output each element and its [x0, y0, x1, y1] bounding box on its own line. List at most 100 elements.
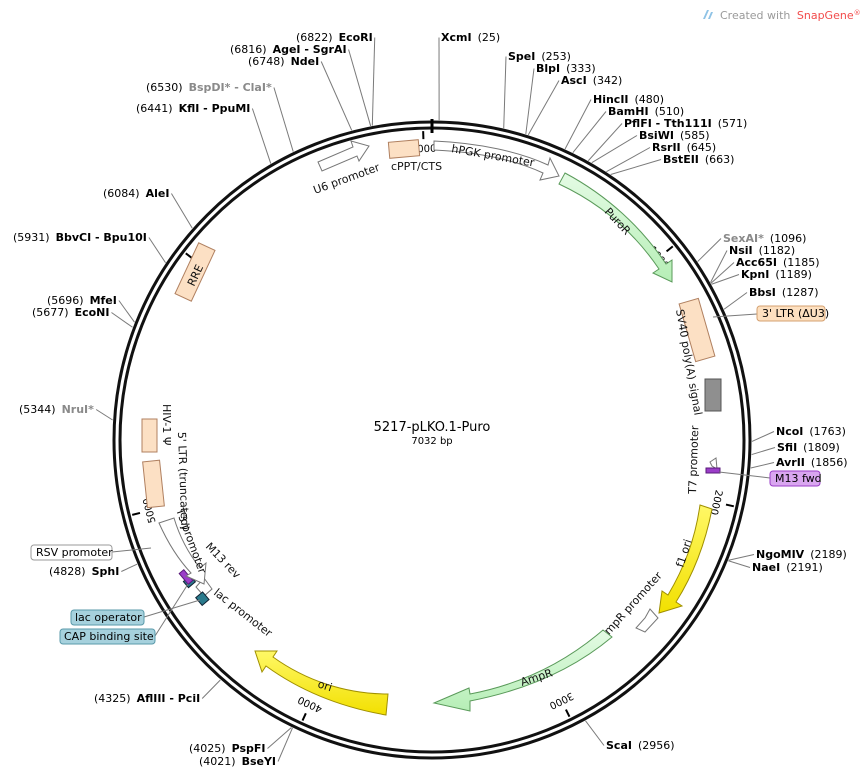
- feature-t7-promoter[interactable]: [709, 457, 718, 470]
- site-afliii-pcii[interactable]: (4325)AflIII - PciI: [94, 692, 200, 705]
- site-avrii[interactable]: AvrII(1856): [776, 456, 847, 469]
- svg-text:(6816)AgeI - SgrAI: (6816)AgeI - SgrAI: [230, 43, 347, 56]
- svg-text:(5931)BbvCI - Bpu10I: (5931)BbvCI - Bpu10I: [13, 231, 147, 244]
- feature-sv40-polya-region[interactable]: [678, 297, 716, 363]
- site-leader: [751, 447, 776, 456]
- svg-text:(6822)EcoRI: (6822)EcoRI: [296, 31, 373, 44]
- site-leader: [723, 292, 748, 310]
- feature-ampr-promoter[interactable]: [635, 608, 659, 633]
- site-nsii[interactable]: NsiI(1182): [729, 244, 795, 257]
- site-econi[interactable]: (5677)EcoNI: [32, 306, 109, 319]
- boxed-labels: 3' LTR (ΔU3) M13 fwd RSV promoter lac op…: [30, 305, 829, 645]
- site-bamhi[interactable]: BamHI(510): [608, 105, 684, 118]
- feature-ori[interactable]: [254, 650, 389, 716]
- site-acc65i[interactable]: Acc65I(1185): [736, 256, 820, 269]
- site-leader: [587, 123, 623, 162]
- site-ecori[interactable]: (6822)EcoRI: [296, 31, 373, 44]
- svg-text:KpnI(1189): KpnI(1189): [741, 268, 812, 281]
- feature-cppt-cts[interactable]: [387, 139, 421, 159]
- site-mfei[interactable]: (5696)MfeI: [47, 294, 117, 307]
- site-leader: [585, 720, 605, 746]
- label-ampr-promoter: AmpR promoter: [597, 569, 665, 643]
- feature-sv40-polya-signal[interactable]: [704, 378, 722, 412]
- site-bsiwi[interactable]: BsiWI(585): [639, 129, 710, 142]
- site-alei[interactable]: (6084)AleI: [103, 187, 169, 200]
- svg-text:Created with SnapGene®: Created with SnapGene®: [720, 9, 860, 22]
- site-asci[interactable]: AscI(342): [561, 74, 622, 87]
- site-naei[interactable]: NaeI(2191): [752, 561, 823, 574]
- rsv-promoter-badge[interactable]: [30, 544, 113, 561]
- site-sexai[interactable]: SexAI*(1096): [723, 232, 806, 245]
- site-bsteii[interactable]: BstEII(663): [663, 153, 734, 166]
- site-leader: [606, 147, 651, 173]
- feature-lac-operator[interactable]: [195, 591, 210, 607]
- m13-fwd-badge[interactable]: [769, 470, 821, 487]
- label-hiv1-psi: HIV-1 Ψ: [160, 404, 173, 446]
- site-agei-sgrai[interactable]: (6816)AgeI - SgrAI: [230, 43, 347, 56]
- site-kpni[interactable]: KpnI(1189): [741, 268, 812, 281]
- site-bbsi[interactable]: BbsI(1287): [749, 286, 818, 299]
- tick-label: 3000: [547, 690, 575, 711]
- watermark-suffix: ®: [854, 9, 860, 17]
- label-ori: ori: [316, 677, 334, 694]
- site-leader: [503, 56, 507, 129]
- site-kfli-ppumi[interactable]: (6441)KflI - PpuMI: [136, 102, 250, 115]
- site-leader: [710, 250, 728, 283]
- feature-rsv-promoter[interactable]: [158, 517, 207, 585]
- svg-text:BbsI(1287): BbsI(1287): [749, 286, 818, 299]
- feature-f1-ori[interactable]: [658, 504, 713, 614]
- site-rsrii[interactable]: RsrII(645): [652, 141, 716, 154]
- svg-text:(4325)AflIII - PciI: (4325)AflIII - PciI: [94, 692, 200, 705]
- svg-text:AscI(342): AscI(342): [561, 74, 622, 87]
- feature-hiv1-psi[interactable]: [141, 418, 158, 453]
- lac-operator-badge[interactable]: [70, 609, 145, 626]
- site-sphi[interactable]: (4828)SphI: [49, 565, 119, 578]
- site-bspdi-clai[interactable]: (6530)BspDI* - ClaI*: [146, 81, 272, 94]
- site-pflfi-tth111i[interactable]: PflFI - Tth111I(571): [624, 117, 747, 130]
- label-hpgk-promoter: hPGK promoter: [450, 142, 535, 169]
- site-leader: [710, 262, 735, 284]
- svg-text:(4025)PspFI: (4025)PspFI: [189, 742, 265, 755]
- svg-text:(4021)BseYI: (4021)BseYI: [199, 755, 276, 768]
- site-sfii[interactable]: SfiI(1809): [777, 441, 840, 454]
- ltr3-badge[interactable]: [756, 305, 826, 322]
- svg-text:SpeI(253): SpeI(253): [508, 50, 571, 63]
- site-ngomiv[interactable]: NgoMIV(2189): [756, 548, 847, 561]
- site-spei[interactable]: SpeI(253): [508, 50, 571, 63]
- feature-m13-fwd-primer[interactable]: [705, 467, 721, 474]
- label-lac-promoter: lac promoter: [211, 586, 275, 640]
- site-leader: [728, 554, 755, 561]
- cap-binding-badge[interactable]: [59, 628, 156, 645]
- tick-mark: [301, 712, 307, 721]
- snapgene-logo-icon: [703, 10, 713, 19]
- feature-ampr[interactable]: [432, 629, 613, 712]
- watermark-brand: SnapGene: [797, 9, 854, 22]
- feature-rre[interactable]: [174, 242, 216, 302]
- site-leader: [277, 727, 293, 762]
- site-leader: [371, 37, 376, 126]
- site-xcmi[interactable]: XcmI(25): [441, 31, 500, 44]
- site-pspfi[interactable]: (4025)PspFI: [189, 742, 265, 755]
- feature-u6-promoter[interactable]: [317, 140, 370, 172]
- svg-text:NcoI(1763): NcoI(1763): [776, 425, 846, 438]
- site-scai[interactable]: ScaI(2956): [606, 739, 675, 752]
- site-bseyi[interactable]: (4021)BseYI: [199, 755, 276, 768]
- site-bbvci-bpu10i[interactable]: (5931)BbvCI - Bpu10I: [13, 231, 147, 244]
- feature-puror[interactable]: [558, 172, 673, 283]
- site-hincii[interactable]: HincII(480): [593, 93, 664, 106]
- svg-text:SexAI*(1096): SexAI*(1096): [723, 232, 806, 245]
- svg-text:(6084)AleI: (6084)AleI: [103, 187, 169, 200]
- tick-label: 7000: [411, 144, 437, 156]
- m13-fwd-badge-text: M13 fwd: [775, 472, 822, 485]
- site-ndei[interactable]: (6748)NdeI: [248, 55, 319, 68]
- site-leader: [320, 61, 353, 131]
- svg-text:AvrII(1856): AvrII(1856): [776, 456, 847, 469]
- svg-text:(5344)NruI*: (5344)NruI*: [19, 403, 94, 416]
- site-blpi[interactable]: BlpI(333): [536, 62, 596, 75]
- site-leader: [111, 312, 133, 328]
- site-leader: [750, 462, 775, 469]
- feature-5-ltr-truncated[interactable]: [142, 459, 165, 509]
- feature-hpgk-promoter[interactable]: [433, 140, 560, 181]
- site-nrui[interactable]: (5344)NruI*: [19, 403, 94, 416]
- site-ncoi[interactable]: NcoI(1763): [776, 425, 846, 438]
